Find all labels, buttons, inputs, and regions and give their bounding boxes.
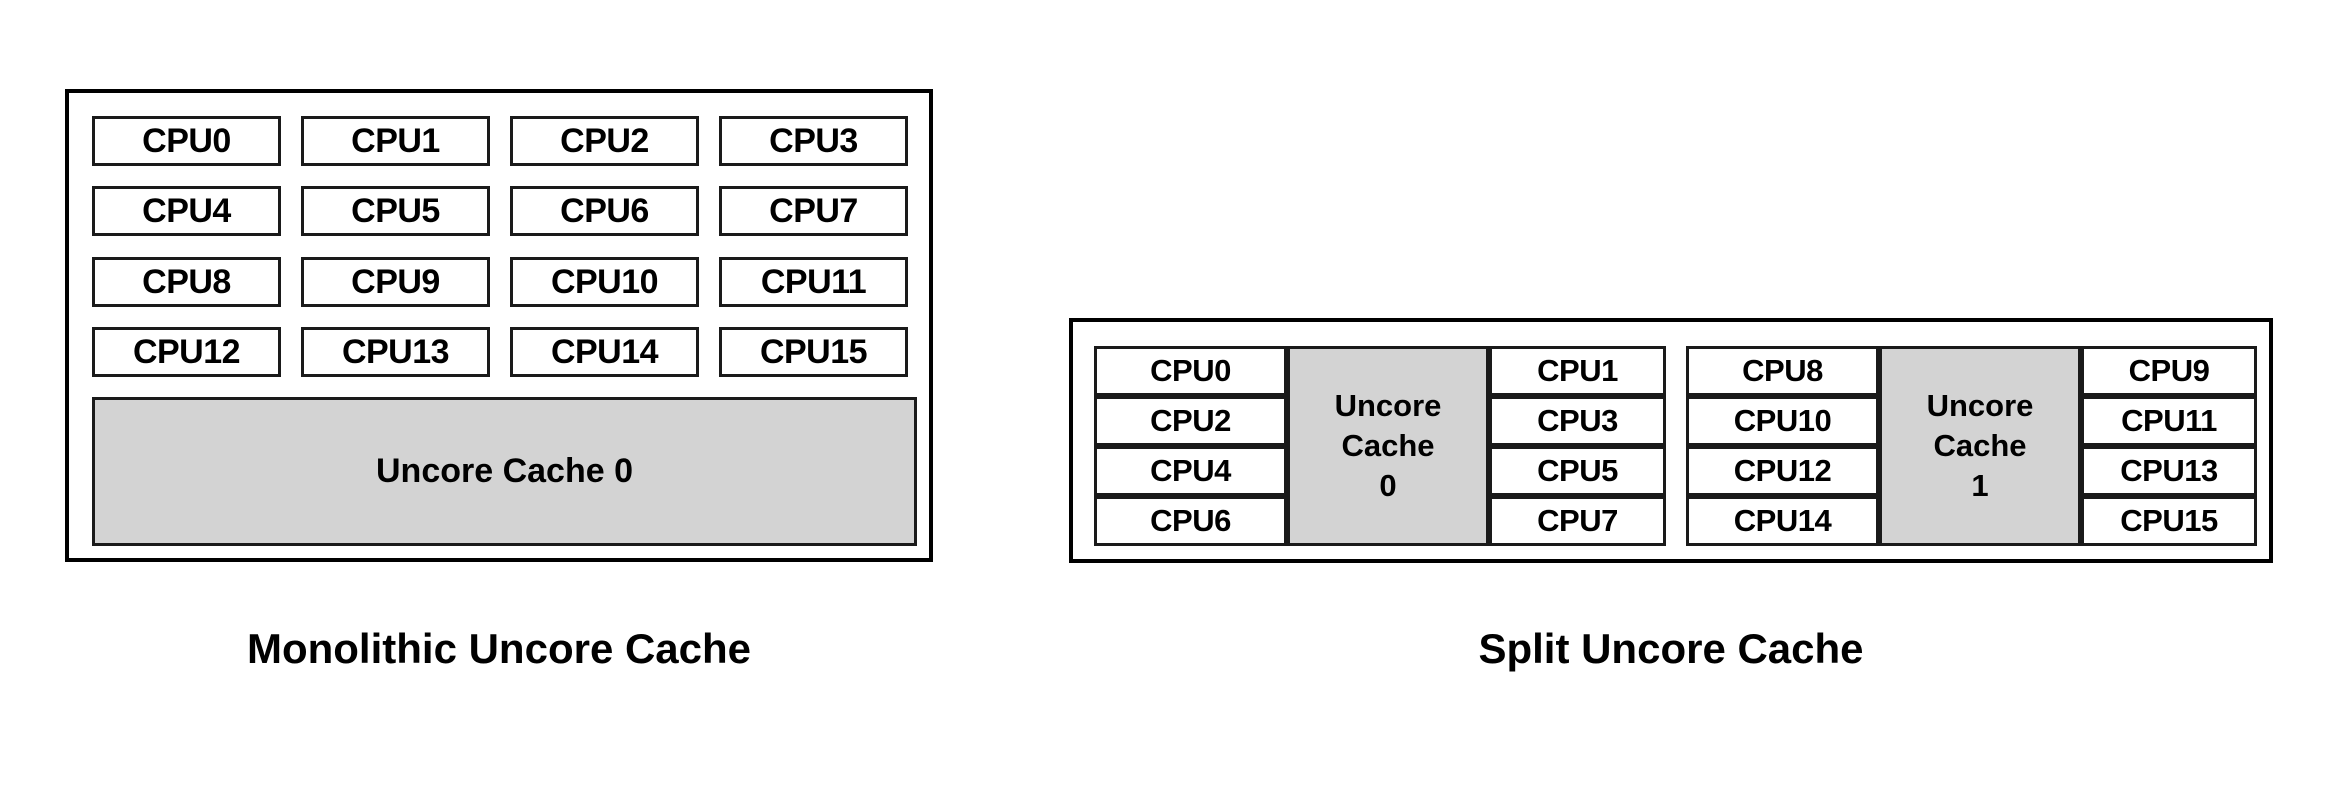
cpu-box: CPU8 [92,257,281,307]
cpu-box: CPU3 [719,116,908,166]
cpu-box: CPU3 [1489,396,1666,446]
cpu-box: CPU14 [1686,496,1879,546]
cpu-box: CPU10 [510,257,699,307]
cpu-box: CPU11 [2081,396,2257,446]
cpu-box: CPU4 [92,186,281,236]
cpu-box: CPU0 [1094,346,1287,396]
uncore-cache-box: Uncore Cache 0 [1287,346,1489,546]
split-uncore-cache-diagram: CPU0 CPU2 CPU4 CPU6 Uncore Cache 0 CPU1 … [1069,318,2273,563]
cpu-box: CPU5 [1489,446,1666,496]
cpu-box: CPU11 [719,257,908,307]
cpu-box: CPU6 [510,186,699,236]
cpu-box: CPU6 [1094,496,1287,546]
uncore-cache-label-line2: Cache [1933,428,2027,464]
split-diagram-caption: Split Uncore Cache [1478,625,1864,672]
uncore-cache-label-line3: 1 [1971,467,1989,503]
cpu-box: CPU9 [2081,346,2257,396]
cpu-cluster-0: CPU0 CPU2 CPU4 CPU6 Uncore Cache 0 CPU1 … [1094,346,1666,546]
cpu-box: CPU8 [1686,346,1879,396]
cpu-box: CPU12 [1686,446,1879,496]
monolithic-uncore-cache-diagram: CPU0 CPU1 CPU2 CPU3 CPU4 CPU5 CPU6 CPU7 … [65,89,933,562]
cpu-box: CPU2 [510,116,699,166]
uncore-cache-box: Uncore Cache 0 [92,397,917,546]
cpu-box: CPU9 [301,257,490,307]
cpu-box: CPU1 [1489,346,1666,396]
monolithic-diagram-caption: Monolithic Uncore Cache [246,625,752,672]
uncore-cache-label-line1: Uncore [1926,388,2034,424]
cpu-box: CPU4 [1094,446,1287,496]
cpu-cluster-1: CPU8 CPU10 CPU12 CPU14 Uncore Cache 1 CP… [1686,346,2257,546]
cpu-box: CPU15 [719,327,908,377]
cpu-box: CPU14 [510,327,699,377]
cpu-box: CPU5 [301,186,490,236]
cpu-box: CPU13 [2081,446,2257,496]
cpu-box: CPU15 [2081,496,2257,546]
cpu-box: CPU7 [1489,496,1666,546]
cpu-box: CPU7 [719,186,908,236]
cpu-box: CPU12 [92,327,281,377]
cpu-box: CPU2 [1094,396,1287,446]
uncore-cache-label-line3: 0 [1379,467,1397,503]
cpu-box: CPU0 [92,116,281,166]
uncore-cache-label-line2: Cache [1341,428,1435,464]
cpu-box: CPU10 [1686,396,1879,446]
cpu-box: CPU1 [301,116,490,166]
uncore-cache-box: Uncore Cache 1 [1879,346,2081,546]
cpu-box: CPU13 [301,327,490,377]
uncore-cache-label-line1: Uncore [1334,388,1442,424]
